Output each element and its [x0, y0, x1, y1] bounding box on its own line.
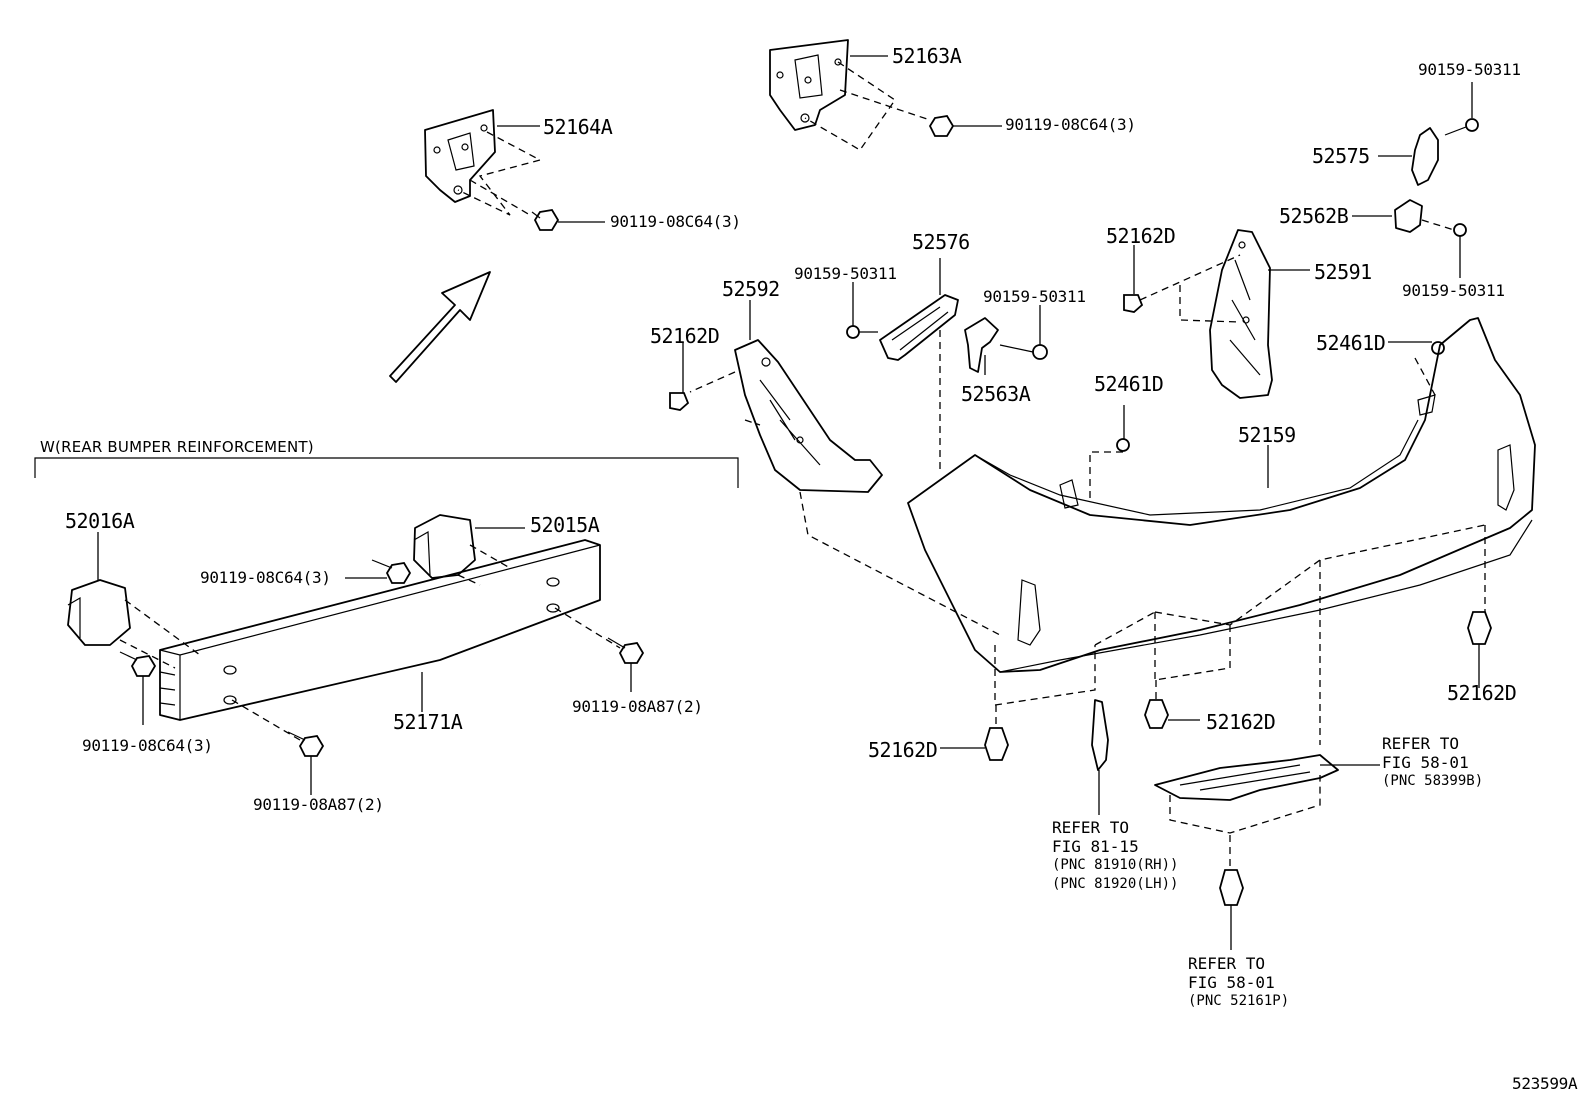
- bracket-52563a-drawing: [964, 317, 999, 375]
- ref-line: (PNC 81920(LH)): [1052, 876, 1179, 892]
- part-label-52015a[interactable]: 52015A: [530, 513, 600, 537]
- undercover-drawing: [1154, 754, 1380, 834]
- ref-line: FIG 58-01: [1188, 973, 1275, 992]
- part-label-52162d-a[interactable]: 52162D: [650, 324, 720, 348]
- part-label-52164a[interactable]: 52164A: [543, 115, 613, 139]
- bolt-90119-08c64-mid-drawing: [928, 115, 1002, 137]
- retainer-52576-drawing: [879, 258, 959, 470]
- fastener-label-50311-a[interactable]: 90159-50311: [794, 264, 897, 283]
- part-label-52163a[interactable]: 52163A: [892, 44, 962, 68]
- clip-52461d-b-drawing: [1089, 405, 1130, 500]
- part-label-52171a[interactable]: 52171A: [393, 710, 463, 734]
- reference-81-15[interactable]: REFER TO FIG 81-15 (PNC 81910(RH)) (PNC …: [1052, 818, 1178, 894]
- part-label-52162d-e[interactable]: 52162D: [1447, 681, 1517, 705]
- fastener-label-08c64-top[interactable]: 90119-08C64(3): [610, 212, 741, 231]
- fastener-label-08a87-bottom[interactable]: 90119-08A87(2): [253, 795, 384, 814]
- diagram-id: 523599A: [1512, 1074, 1578, 1093]
- reflector-drawing: [1091, 699, 1109, 815]
- clip-52562b-drawing: [1352, 199, 1423, 233]
- ref-line: REFER TO: [1052, 818, 1130, 837]
- ref-line: (PNC 58399B): [1382, 773, 1484, 789]
- fastener-label-50311-d[interactable]: 90159-50311: [1402, 281, 1505, 300]
- fastener-label-50311-c[interactable]: 90159-50311: [1418, 60, 1521, 79]
- part-label-52162d-c[interactable]: 52162D: [868, 738, 938, 762]
- part-label-52016a[interactable]: 52016A: [65, 509, 135, 533]
- bracket-52015a-drawing: [413, 514, 525, 586]
- part-label-52576[interactable]: 52576: [912, 230, 970, 254]
- reference-52161p[interactable]: REFER TO FIG 58-01 (PNC 52161P): [1188, 954, 1289, 1011]
- group-bracket: [34, 457, 739, 488]
- reference-58399b[interactable]: REFER TO FIG 58-01 (PNC 58399B): [1382, 734, 1483, 791]
- ref-line: (PNC 81910(RH)): [1052, 857, 1179, 873]
- clip-52162d-b-drawing: [1123, 245, 1241, 323]
- part-label-52563a[interactable]: 52563A: [961, 382, 1031, 406]
- part-label-52592[interactable]: 52592: [722, 277, 780, 301]
- part-label-52575[interactable]: 52575: [1312, 144, 1370, 168]
- fastener-label-08c64-mid[interactable]: 90119-08C64(3): [1005, 115, 1136, 134]
- part-label-52162d-b[interactable]: 52162D: [1106, 224, 1176, 248]
- clip-52162d-c-drawing: [940, 705, 1009, 761]
- fastener-label-08c64-left[interactable]: 90119-08C64(3): [82, 736, 213, 755]
- part-label-52159[interactable]: 52159: [1238, 423, 1296, 447]
- fastener-label-08c64-reinf[interactable]: 90119-08C64(3): [200, 568, 331, 587]
- part-label-52562b[interactable]: 52562B: [1279, 204, 1349, 228]
- bumper-cover-52159-drawing: [907, 317, 1536, 673]
- bolt-90159-50311-b-drawing: [999, 305, 1048, 360]
- fastener-label-08a87-right[interactable]: 90119-08A87(2): [572, 697, 703, 716]
- part-label-52461d-b[interactable]: 52461D: [1094, 372, 1164, 396]
- bracket-52164a-drawing: [424, 109, 542, 216]
- clip-52162d-e-drawing: [1467, 611, 1492, 688]
- direction-arrow-icon: [389, 271, 491, 383]
- group-label: W(REAR BUMPER REINFORCEMENT): [40, 438, 314, 456]
- ref-line: FIG 58-01: [1382, 753, 1469, 772]
- part-label-52591[interactable]: 52591: [1314, 260, 1372, 284]
- reinforcement-52171a-drawing: [159, 539, 601, 721]
- retainer-52592-drawing: [689, 300, 1001, 636]
- bolt-90159-50311-d-drawing: [1421, 219, 1467, 278]
- retainer-52591-drawing: [1209, 229, 1310, 399]
- clip-52162d-a-drawing: [669, 342, 690, 411]
- clip-52162d-d-drawing: [1144, 680, 1200, 729]
- ref-line: FIG 81-15: [1052, 837, 1139, 856]
- bracket-52016a-drawing: [67, 532, 201, 669]
- ref-line: REFER TO: [1188, 954, 1266, 973]
- bolt-90159-50311-a-drawing: [846, 282, 878, 339]
- bolt-90119-08a87-bottom-drawing: [231, 699, 325, 795]
- bracket-52575-drawing: [1378, 127, 1439, 186]
- bolt-90159-50311-c-drawing: [1444, 82, 1479, 136]
- bumper-dashed-guides: [994, 524, 1486, 745]
- bolt-90119-08c64-left-drawing: [119, 651, 157, 725]
- ref-line: (PNC 52161P): [1188, 993, 1290, 1009]
- ref-line: REFER TO: [1382, 734, 1460, 753]
- fastener-label-50311-b[interactable]: 90159-50311: [983, 287, 1086, 306]
- bolt-90119-08a87-right-drawing: [554, 607, 645, 692]
- bolt-90119-08c64-top-drawing: [531, 209, 605, 231]
- clip-bottom-drawing: [1219, 835, 1244, 950]
- bracket-52163a-drawing: [769, 39, 931, 151]
- part-label-52162d-d[interactable]: 52162D: [1206, 710, 1276, 734]
- part-label-52461d-a[interactable]: 52461D: [1316, 331, 1386, 355]
- bolt-90119-08c64-reinf-drawing: [345, 559, 412, 584]
